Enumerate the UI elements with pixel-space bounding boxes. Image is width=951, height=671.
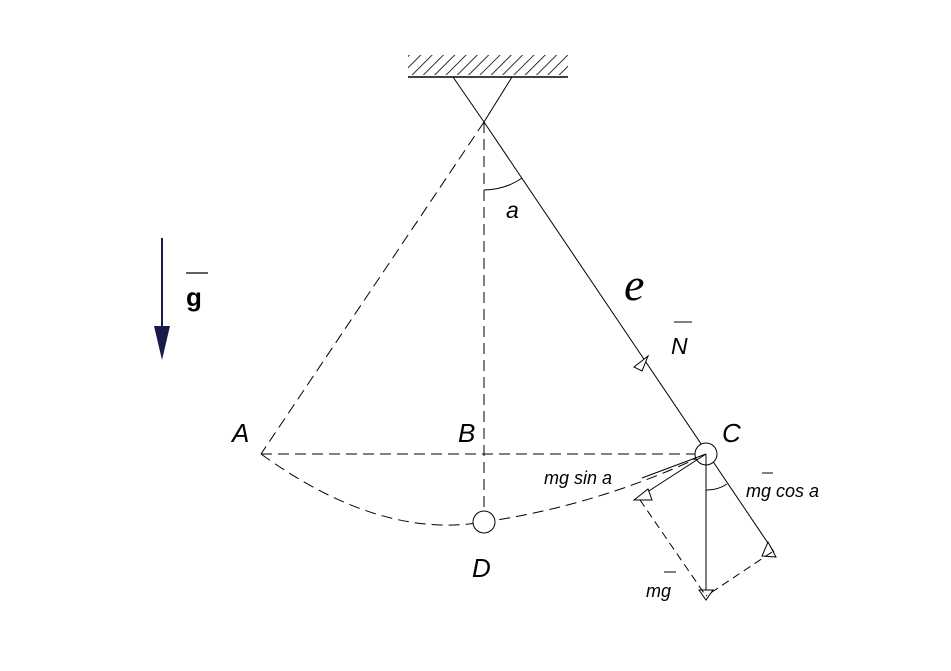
angle-arc-c bbox=[705, 483, 728, 491]
label-gravity: g bbox=[186, 282, 202, 312]
gravity-label: g bbox=[186, 272, 208, 312]
tangential-arrowhead bbox=[632, 488, 653, 501]
label-a: A bbox=[230, 418, 249, 448]
bob-d bbox=[472, 510, 496, 534]
label-tangential-component: mg sin a bbox=[544, 468, 612, 488]
construction-lines bbox=[260, 121, 707, 526]
radial-arrowhead bbox=[761, 540, 777, 558]
weight-arrowhead bbox=[698, 589, 714, 601]
weight-label: mg bbox=[646, 571, 676, 601]
ceiling-support bbox=[408, 55, 568, 123]
tangential-ray bbox=[641, 453, 707, 479]
label-weight: mg bbox=[646, 581, 671, 601]
support-left bbox=[452, 76, 485, 123]
radial-prefix: m bbox=[746, 481, 761, 501]
label-d: D bbox=[472, 553, 491, 583]
tangential-vector bbox=[637, 453, 707, 499]
label-length: e bbox=[624, 259, 644, 310]
projection-radial bbox=[705, 551, 773, 597]
pendulum-string bbox=[483, 121, 775, 553]
projection-lines bbox=[639, 499, 773, 597]
angle-arc bbox=[483, 177, 523, 191]
radial-component-label: mg cos a bbox=[746, 472, 819, 501]
dashed-line-to-a bbox=[260, 121, 485, 455]
label-radial-component: mg cos a bbox=[746, 481, 819, 501]
ceiling-hatching bbox=[408, 55, 568, 75]
label-angle: a bbox=[506, 197, 519, 223]
support-right bbox=[483, 76, 513, 123]
label-tension: N bbox=[671, 333, 688, 359]
label-b: B bbox=[458, 418, 475, 448]
projection-tangential bbox=[639, 499, 707, 597]
radial-suffix: cos a bbox=[771, 481, 819, 501]
gravity-arrow bbox=[154, 238, 170, 360]
label-c: C bbox=[722, 418, 741, 448]
radial-vector: g bbox=[761, 481, 771, 501]
tension-label: N bbox=[671, 321, 692, 359]
gravity-arrowhead bbox=[154, 326, 170, 360]
tension-arrowhead bbox=[633, 354, 650, 372]
